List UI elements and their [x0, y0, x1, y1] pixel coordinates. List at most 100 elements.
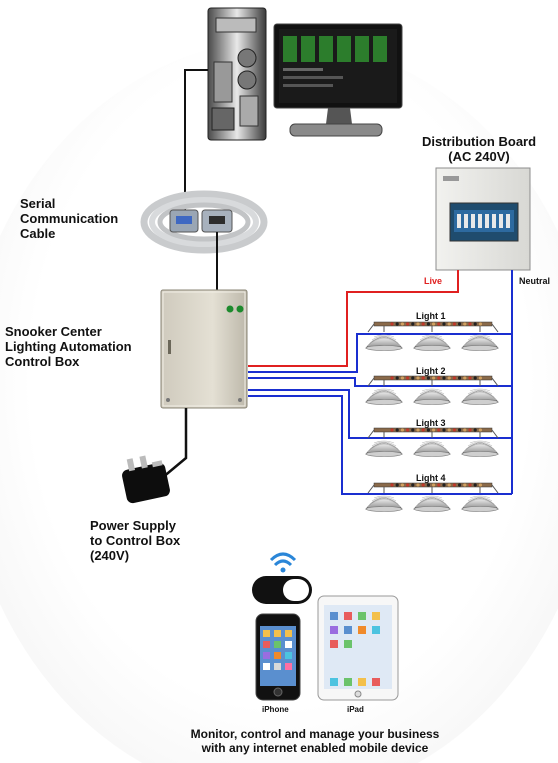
- light-4-label: Light 4: [416, 473, 446, 483]
- fixture-terminal: [473, 376, 477, 380]
- fixture-terminal: [463, 428, 467, 432]
- fixture-terminal: [478, 322, 482, 326]
- light-2-label: Light 2: [416, 366, 446, 376]
- fixture-terminal: [437, 483, 441, 487]
- fixture-terminal: [416, 322, 420, 326]
- fixture-terminal: [447, 376, 451, 380]
- fixture-terminal: [452, 376, 456, 380]
- monitor-icon: [273, 23, 403, 137]
- fixture-terminal: [416, 376, 420, 380]
- fixture-hook: [491, 323, 499, 333]
- power-supply-line-3: (240V): [90, 547, 130, 563]
- fixture-hook: [491, 377, 499, 387]
- fixture-terminal: [452, 322, 456, 326]
- ipad-icon: [317, 595, 399, 701]
- fixture-terminal: [468, 483, 472, 487]
- distribution-board-icon: [435, 167, 531, 271]
- fixture-terminal: [432, 322, 436, 326]
- fixture-terminal: [442, 376, 446, 380]
- fixture-hook: [367, 429, 375, 439]
- footer-caption: Monitor, control and manage your busines…: [150, 727, 480, 756]
- lamp-icon: [461, 326, 499, 351]
- light-fixture-1: [365, 321, 499, 351]
- fixture-terminal: [478, 376, 482, 380]
- fixture-terminal: [406, 428, 410, 432]
- fixture-terminal: [473, 483, 477, 487]
- lamp-icon: [413, 326, 451, 351]
- fixture-terminal: [411, 428, 415, 432]
- wifi-icon: [252, 552, 312, 604]
- fixture-terminal: [473, 428, 477, 432]
- lamp-icon: [461, 380, 499, 405]
- fixture-terminal: [432, 483, 436, 487]
- light-3-label: Light 3: [416, 418, 446, 428]
- fixture-terminal: [468, 322, 472, 326]
- fixture-terminal: [400, 483, 404, 487]
- lamp-icon: [413, 432, 451, 457]
- power-plug-icon: [122, 455, 170, 504]
- fixture-terminal: [416, 483, 420, 487]
- fixture-terminal: [421, 428, 425, 432]
- fixture-terminal: [395, 322, 399, 326]
- fixture-terminal: [437, 428, 441, 432]
- fixture-terminal: [452, 483, 456, 487]
- fixture-terminal: [421, 322, 425, 326]
- fixture-terminal: [400, 322, 404, 326]
- fixture-terminal: [416, 428, 420, 432]
- fixture-terminal: [390, 483, 394, 487]
- footer-line-2: with any internet enabled mobile device: [201, 740, 429, 755]
- fixture-terminal: [458, 483, 462, 487]
- fixture-terminal: [395, 483, 399, 487]
- control-box-line-1: Snooker Center: [5, 324, 102, 339]
- light-fixture-4: [365, 482, 499, 512]
- fixture-terminal: [390, 428, 394, 432]
- fixture-terminal: [463, 483, 467, 487]
- live-wire: [248, 270, 459, 367]
- light-1-label: Light 1: [416, 311, 446, 321]
- fixture-terminal: [442, 483, 446, 487]
- lamp-icon: [365, 380, 403, 405]
- fixture-terminal: [478, 428, 482, 432]
- serial-cable-line-1: Serial: [20, 196, 56, 211]
- fixture-terminal: [452, 428, 456, 432]
- fixture-terminal: [463, 322, 467, 326]
- lamp-icon: [461, 487, 499, 512]
- fixture-terminal: [395, 376, 399, 380]
- fixture-terminal: [447, 428, 451, 432]
- distribution-board-voltage: (AC 240V): [448, 148, 510, 164]
- power-cable-line: [161, 408, 188, 479]
- control-box-line-3: Control Box: [5, 353, 80, 369]
- fixture-terminal: [458, 322, 462, 326]
- power-supply-line-2: to Control Box: [90, 532, 181, 548]
- fixture-terminal: [432, 376, 436, 380]
- lamp-icon: [413, 380, 451, 405]
- fixture-terminal: [437, 376, 441, 380]
- fixture-terminal: [468, 428, 472, 432]
- power-supply-label: Power Supply to Control Box (240V): [90, 518, 181, 564]
- lamp-icon: [365, 432, 403, 457]
- computer-tower-icon: [207, 7, 267, 141]
- control-box-line-2: Lighting Automation: [5, 338, 132, 354]
- fixture-terminal: [390, 376, 394, 380]
- fixture-terminal: [406, 322, 410, 326]
- fixture-hook: [491, 484, 499, 494]
- fixture-terminal: [447, 322, 451, 326]
- iphone-label: iPhone: [262, 705, 289, 714]
- serial-cable-icon: [140, 190, 268, 254]
- light-fixtures: [365, 321, 499, 512]
- lamp-icon: [365, 326, 403, 351]
- serial-cable-line: [184, 69, 208, 210]
- footer-line-1: Monitor, control and manage your busines…: [190, 727, 440, 741]
- fixture-terminal: [390, 322, 394, 326]
- light-circuit-wires: [248, 333, 512, 495]
- fixture-terminal: [426, 376, 430, 380]
- lamp-icon: [461, 432, 499, 457]
- control-box-icon: [160, 289, 248, 409]
- fixture-terminal: [458, 428, 462, 432]
- distribution-board-title: Distribution Board: [421, 134, 537, 149]
- serial-cable-line-3: Cable: [20, 225, 56, 241]
- fixture-terminal: [437, 322, 441, 326]
- live-label: Live: [424, 276, 443, 286]
- fixture-terminal: [432, 428, 436, 432]
